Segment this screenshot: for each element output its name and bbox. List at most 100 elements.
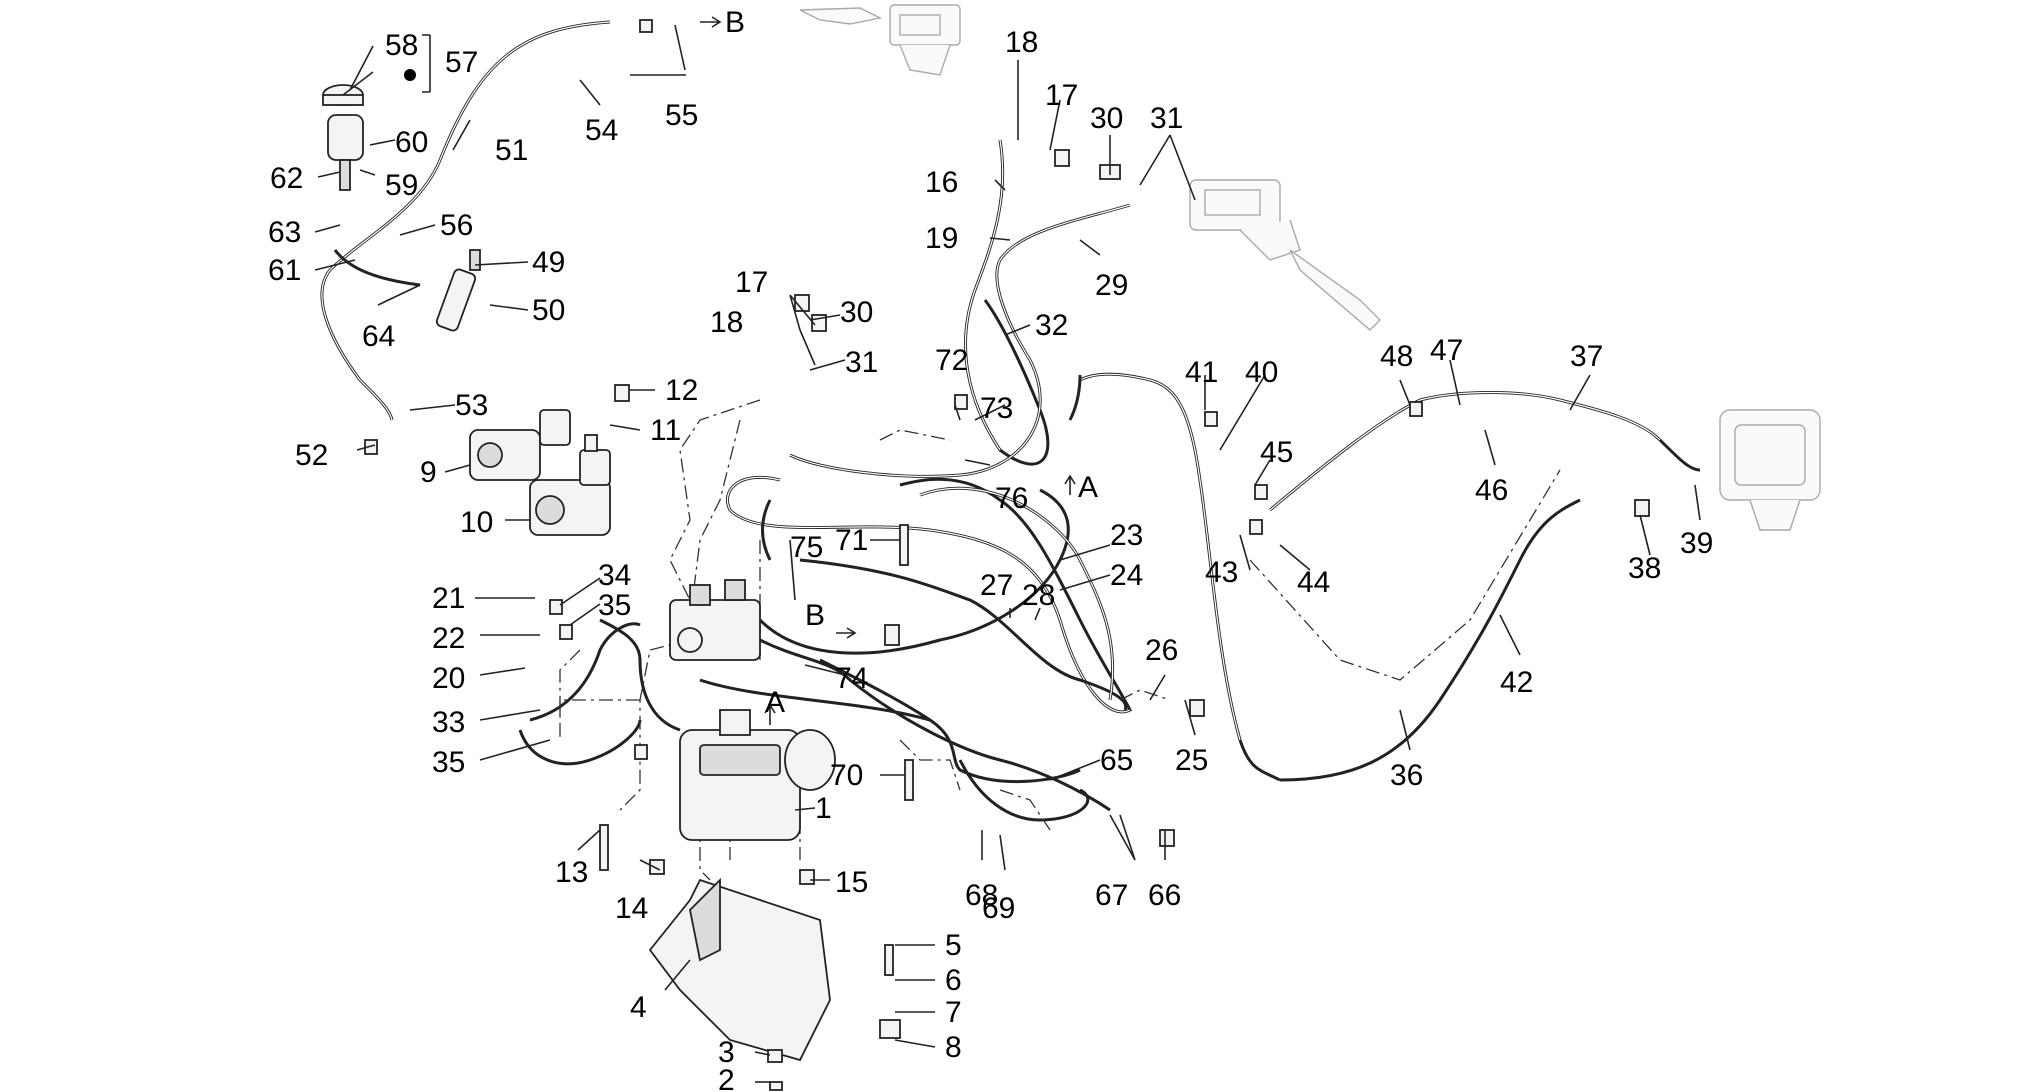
callout-33: 33	[432, 706, 465, 739]
callout-17-top: 17	[1045, 79, 1078, 112]
callout-28: 28	[1022, 579, 1055, 612]
callout-55: 55	[665, 99, 698, 132]
callout-51: 51	[495, 134, 528, 167]
callout-56: 56	[440, 209, 473, 242]
callout-44: 44	[1297, 566, 1330, 599]
abs-bracket	[648, 877, 831, 1062]
callout-16: 16	[925, 166, 958, 199]
valve-9	[469, 409, 571, 481]
callout-72: 72	[935, 344, 968, 377]
callout-46: 46	[1475, 474, 1508, 507]
callout-labels: 58 57 60 62 59 63 61 64 49 50 56 51 53 5…	[268, 26, 1713, 1092]
callout-30-top: 30	[1090, 102, 1123, 135]
callout-30-mid: 30	[840, 296, 873, 329]
callout-4: 4	[630, 991, 647, 1024]
callout-3: 3	[718, 1036, 735, 1069]
connector-b-top: B	[725, 6, 745, 39]
callout-17-mid: 17	[735, 266, 768, 299]
callout-27: 27	[980, 569, 1013, 602]
callout-22: 22	[432, 622, 465, 655]
callout-47: 47	[1430, 334, 1463, 367]
callout-75: 75	[790, 531, 823, 564]
rear-brake-pump	[435, 249, 481, 332]
callout-70: 70	[830, 759, 863, 792]
parts	[322, 4, 1821, 1091]
callout-14: 14	[615, 892, 648, 925]
callout-15: 15	[835, 866, 868, 899]
callout-34: 34	[598, 559, 631, 592]
callout-43: 43	[1205, 556, 1238, 589]
callout-52: 52	[295, 439, 328, 472]
callout-40: 40	[1245, 356, 1278, 389]
callout-31-top: 31	[1150, 102, 1183, 135]
callout-74: 74	[835, 662, 868, 695]
connector-arrows	[700, 16, 1076, 725]
callout-29: 29	[1095, 269, 1128, 302]
brake-hoses	[320, 20, 1701, 822]
abs-hydraulic-block	[669, 579, 761, 661]
callout-68: 68	[965, 879, 998, 912]
callout-35-upper: 35	[598, 589, 631, 622]
callout-64: 64	[362, 320, 395, 353]
connector-a-abs: A	[765, 686, 785, 719]
callout-6: 6	[945, 964, 962, 997]
callout-65: 65	[1100, 744, 1133, 777]
callout-23: 23	[1110, 519, 1143, 552]
callout-63: 63	[268, 216, 301, 249]
filled-dot-marker	[404, 69, 416, 81]
callout-45: 45	[1260, 436, 1293, 469]
callout-67: 67	[1095, 879, 1128, 912]
callout-7: 7	[945, 996, 962, 1029]
small-fittings	[364, 19, 1650, 1091]
leader-lines	[314, 24, 1701, 1083]
front-master-cylinder-top	[799, 4, 961, 76]
callout-11: 11	[650, 414, 681, 447]
callout-37: 37	[1570, 340, 1603, 373]
callout-13: 13	[555, 856, 588, 889]
connector-a-right: A	[1078, 471, 1098, 504]
callout-76: 76	[995, 482, 1028, 515]
callout-66: 66	[1148, 879, 1181, 912]
callout-54: 54	[585, 114, 618, 147]
callout-71: 71	[835, 524, 868, 557]
callout-41: 41	[1185, 356, 1218, 389]
callout-19: 19	[925, 222, 958, 255]
callout-35-lower: 35	[432, 746, 465, 779]
callout-48: 48	[1380, 340, 1413, 373]
callout-62: 62	[270, 162, 303, 195]
callout-20: 20	[432, 662, 465, 695]
callout-10: 10	[460, 506, 493, 539]
callout-31-mid: 31	[845, 346, 878, 379]
callout-49: 49	[532, 246, 565, 279]
callout-26: 26	[1145, 634, 1178, 667]
connector-labels: B B A A	[725, 6, 1098, 719]
callout-53: 53	[455, 389, 488, 422]
callout-25: 25	[1175, 744, 1208, 777]
callout-18-mid: 18	[710, 306, 743, 339]
callout-5: 5	[945, 929, 962, 962]
callout-9: 9	[420, 456, 437, 489]
rear-caliper	[1719, 409, 1821, 531]
valve-10	[529, 449, 611, 536]
callout-32: 32	[1035, 309, 1068, 342]
callout-73: 73	[980, 392, 1013, 425]
callout-38: 38	[1628, 552, 1661, 585]
callout-21: 21	[432, 582, 465, 615]
callout-57: 57	[445, 46, 478, 79]
callout-1: 1	[815, 792, 832, 825]
abs-control-unit	[679, 709, 836, 841]
callout-60: 60	[395, 126, 428, 159]
callout-39: 39	[1680, 527, 1713, 560]
callout-69: 69	[982, 892, 1015, 925]
callout-2: 2	[718, 1064, 735, 1092]
rear-master-cylinder-right	[1189, 179, 1381, 331]
callout-50: 50	[532, 294, 565, 327]
callout-59: 59	[385, 169, 418, 202]
callout-36: 36	[1390, 759, 1423, 792]
callout-12: 12	[665, 374, 698, 407]
connector-b-mid: B	[805, 599, 825, 632]
callout-18-top: 18	[1005, 26, 1038, 59]
callout-42: 42	[1500, 666, 1533, 699]
